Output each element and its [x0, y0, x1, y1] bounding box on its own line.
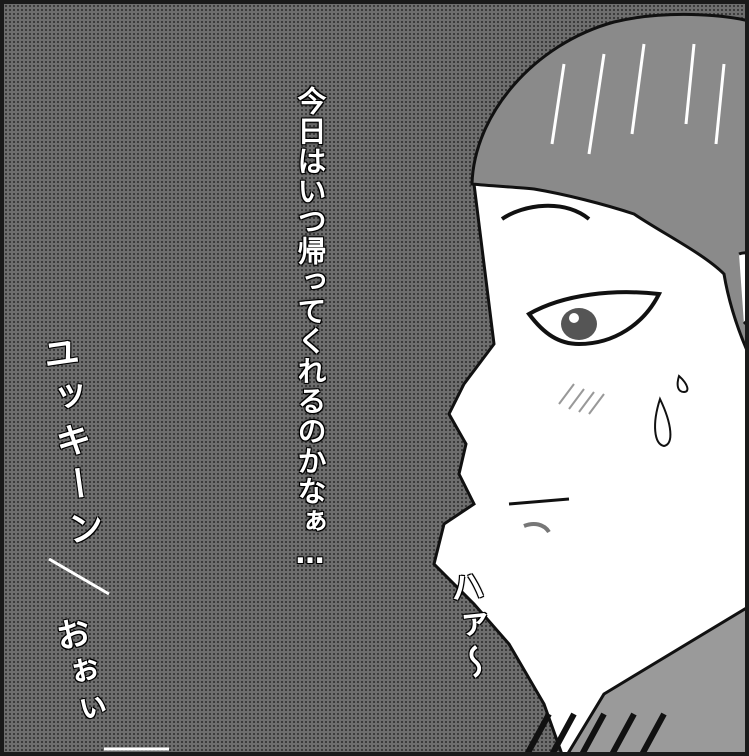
character-ear: [738, 251, 745, 325]
sweat-drop-icon: [654, 396, 672, 448]
character-hair: [470, 12, 745, 350]
character-illustration: [48, 12, 745, 752]
character-shoulder: [567, 607, 745, 752]
character-mouth: [508, 497, 570, 506]
dialogue-vertical-text: 今日はいつ帰ってくれるのかなぁ…: [293, 86, 327, 571]
character-eyebrow: [500, 203, 591, 221]
sfx-lines: [48, 557, 169, 751]
collar-hatching: [524, 712, 667, 752]
character-blush: [558, 383, 605, 415]
hair-highlights: [550, 43, 726, 155]
character-iris: [561, 308, 597, 340]
